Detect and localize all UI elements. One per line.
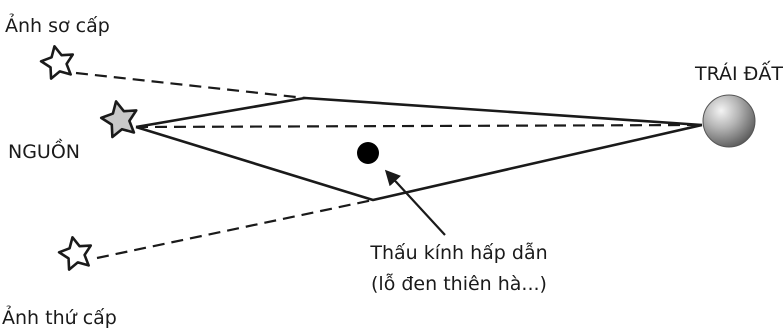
primary-image-star-icon bbox=[39, 43, 77, 80]
primary-image-label: Ảnh sơ cấp bbox=[5, 12, 110, 37]
primary-image-projection bbox=[76, 73, 305, 98]
secondary-image-projection bbox=[97, 200, 373, 258]
lens-label-line2: (lỗ đen thiên hà...) bbox=[371, 272, 547, 295]
source-label: NGUỒN bbox=[8, 137, 80, 163]
lens-arrow bbox=[387, 172, 445, 235]
secondary-image-star-icon bbox=[57, 234, 95, 271]
source-star-icon bbox=[99, 98, 141, 139]
lower-light-path bbox=[136, 125, 702, 200]
secondary-image-label: Ảnh thứ cấp bbox=[2, 304, 117, 329]
black-hole bbox=[357, 142, 379, 164]
earth-sphere bbox=[703, 95, 755, 147]
earth-label: TRÁI ĐẤT bbox=[694, 60, 783, 85]
lens-label-line1: Thấu kính hấp dẫn bbox=[369, 241, 547, 264]
direct-line-of-sight bbox=[136, 125, 702, 127]
upper-light-path bbox=[136, 98, 702, 127]
